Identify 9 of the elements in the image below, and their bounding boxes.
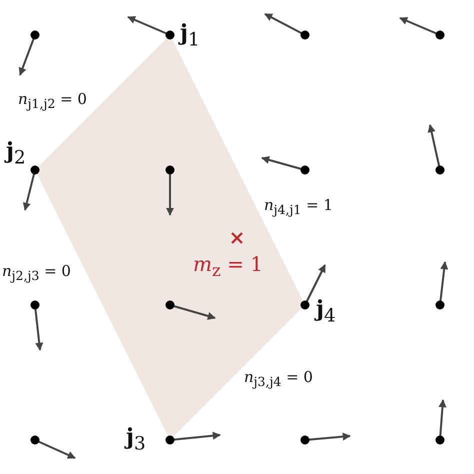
site-label: j$_{1}$ [180, 20, 200, 50]
magnetization-label: m$_{z}$ = 1 [193, 252, 263, 280]
bond-label: n$_{j4,j1}$ = 1 [264, 196, 333, 217]
site-label: j$_{4}$ [316, 296, 336, 326]
site-label: j$_{3}$ [126, 424, 146, 454]
bond-label: n$_{j3,j4}$ = 0 [244, 368, 313, 389]
site-label: j$_{2}$ [6, 138, 26, 168]
bond-label: n$_{j1,j2}$ = 0 [18, 90, 87, 111]
bond-label: n$_{j2,j3}$ = 0 [2, 262, 71, 283]
